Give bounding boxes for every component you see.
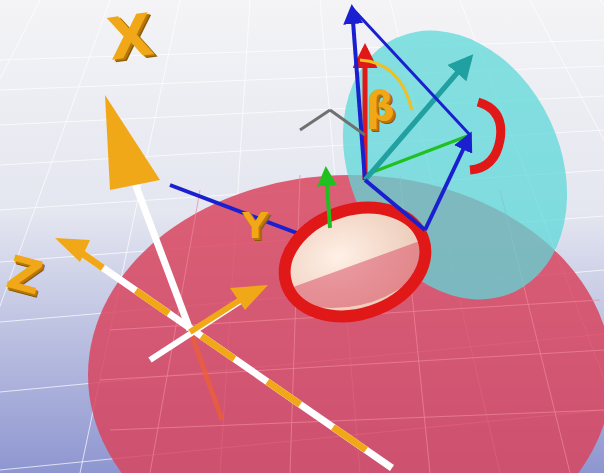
angle-label: β (366, 86, 395, 126)
axis-label: Y (242, 208, 268, 244)
axis-label: X (104, 5, 156, 69)
